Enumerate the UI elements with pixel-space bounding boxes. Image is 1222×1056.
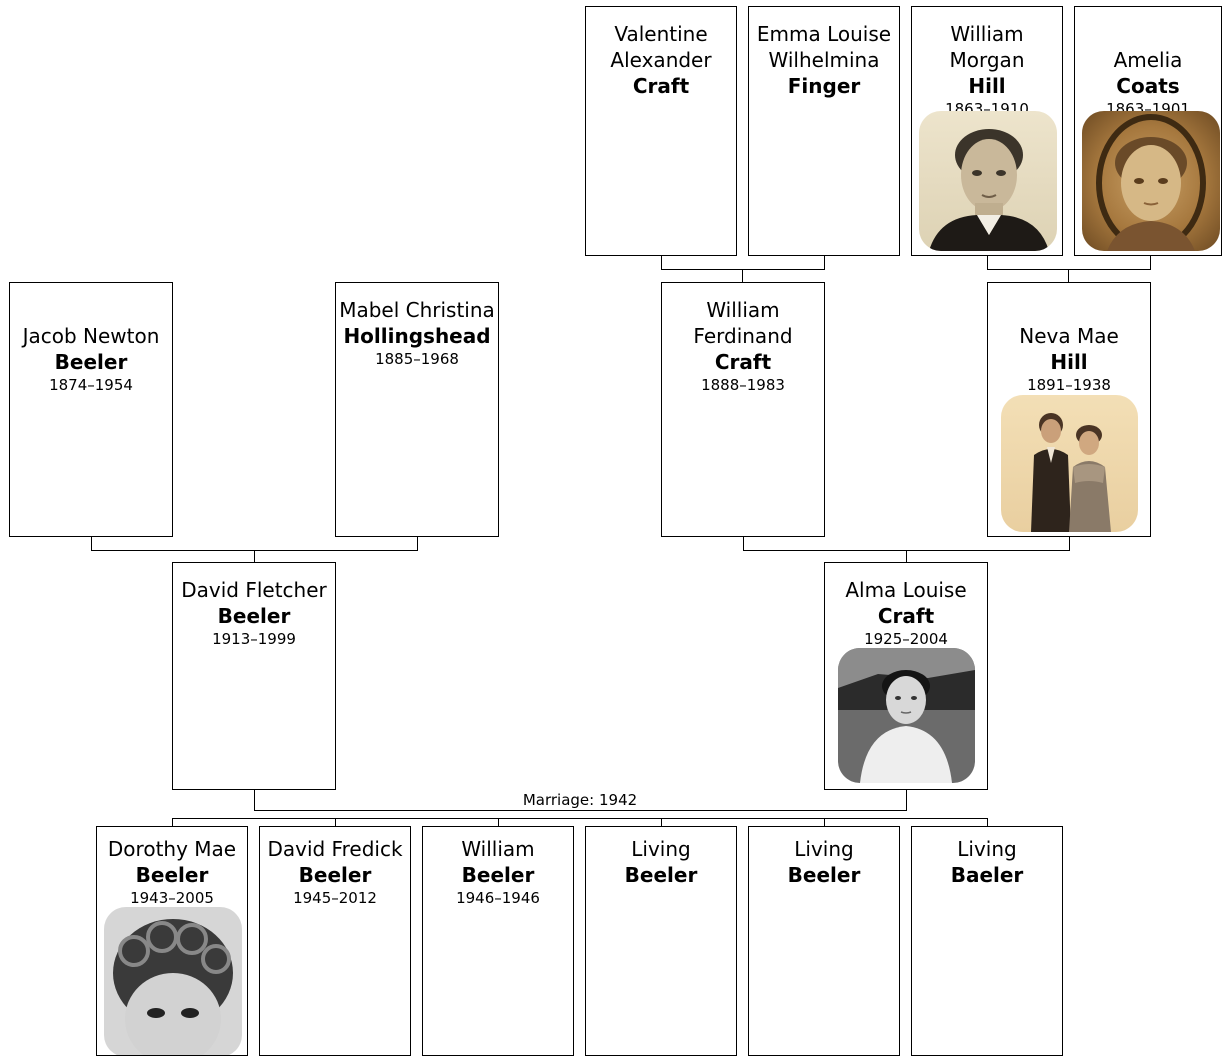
connector-line <box>172 818 173 826</box>
connector-line <box>987 269 1151 270</box>
connector-line <box>1069 537 1070 550</box>
surname: Hollingshead <box>343 324 491 348</box>
portrait-photo <box>838 648 975 783</box>
life-dates: 1945–2012 <box>293 889 377 907</box>
connector-line <box>498 818 499 826</box>
person-card-william-ferdinand-craft[interactable]: William Ferdinand Craft 1888–1983 <box>661 282 825 537</box>
person-card-emma-finger[interactable]: Emma Louise Wilhelmina Finger <box>748 6 900 256</box>
person-card-mabel-hollingshead[interactable]: Mabel Christina Hollingshead 1885–1968 <box>335 282 499 537</box>
connector-line <box>906 550 907 562</box>
portrait-photo <box>1082 111 1220 251</box>
surname: Finger <box>787 74 861 98</box>
given-name: David Fletcher <box>181 578 327 602</box>
given-name: Valentine Alexander <box>610 22 712 72</box>
given-name: Amelia <box>1113 48 1183 72</box>
person-card-living-beeler-1[interactable]: Living Beeler <box>585 826 737 1056</box>
given-name: Dorothy Mae <box>107 837 237 861</box>
connector-line <box>824 256 825 269</box>
connector-line <box>1150 256 1151 269</box>
connector-line <box>906 790 907 810</box>
portrait-photo <box>1001 395 1138 532</box>
marriage-label: Marriage: 1942 <box>522 791 638 809</box>
given-name: Living <box>631 837 691 861</box>
life-dates: 1925–2004 <box>864 630 948 648</box>
life-dates: 1874–1954 <box>49 376 133 394</box>
surname: Beeler <box>217 604 291 628</box>
life-dates: 1891–1938 <box>1027 376 1111 394</box>
person-card-william-beeler[interactable]: William Beeler 1946–1946 <box>422 826 574 1056</box>
given-name: Jacob Newton <box>22 324 160 348</box>
connector-line <box>661 818 662 826</box>
life-dates: 1946–1946 <box>456 889 540 907</box>
life-dates: 1885–1968 <box>375 350 459 368</box>
connector-line <box>417 537 418 550</box>
person-card-david-fredick-beeler[interactable]: David Fredick Beeler 1945–2012 <box>259 826 411 1056</box>
connector-line <box>254 550 255 562</box>
surname: Beeler <box>461 863 535 887</box>
portrait-photo <box>104 907 242 1055</box>
surname: Beeler <box>624 863 698 887</box>
given-name: Living <box>794 837 854 861</box>
person-card-david-fletcher-beeler[interactable]: David Fletcher Beeler 1913–1999 <box>172 562 336 790</box>
surname: Beeler <box>298 863 372 887</box>
surname: Coats <box>1116 74 1180 98</box>
given-name: William <box>461 837 535 861</box>
person-card-living-beeler-2[interactable]: Living Beeler <box>748 826 900 1056</box>
connector-line <box>743 537 744 550</box>
life-dates: 1888–1983 <box>701 376 785 394</box>
connector-line <box>661 269 825 270</box>
connector-line <box>987 818 988 826</box>
portrait-photo <box>919 111 1057 251</box>
given-name: Neva Mae <box>1019 324 1119 348</box>
surname: Baeler <box>950 863 1024 887</box>
connector-line <box>742 269 743 282</box>
connector-line <box>254 790 255 810</box>
connector-line <box>172 818 988 819</box>
life-dates: 1913–1999 <box>212 630 296 648</box>
given-name: Living <box>957 837 1017 861</box>
connector-line <box>987 256 988 269</box>
person-card-alma-louise-craft[interactable]: Alma Louise Craft 1925–2004 <box>824 562 988 790</box>
person-card-william-morgan-hill[interactable]: William Morgan Hill 1863–1910 <box>911 6 1063 256</box>
person-card-neva-mae-hill[interactable]: Neva Mae Hill 1891–1938 <box>987 282 1151 537</box>
connector-line <box>661 256 662 269</box>
given-name: Emma Louise Wilhelmina <box>756 22 892 72</box>
surname: Beeler <box>787 863 861 887</box>
person-card-amelia-coats[interactable]: Amelia Coats 1863–1901 <box>1074 6 1222 256</box>
surname: Craft <box>714 350 772 374</box>
given-name: David Fredick <box>267 837 403 861</box>
surname: Hill <box>1050 350 1088 374</box>
person-card-jacob-newton-beeler[interactable]: Jacob Newton Beeler 1874–1954 <box>9 282 173 537</box>
connector-line <box>91 537 92 550</box>
given-name: William Ferdinand <box>693 298 793 348</box>
connector-line <box>824 818 825 826</box>
connector-line <box>1068 269 1069 282</box>
connector-line <box>335 818 336 826</box>
surname: Craft <box>632 74 690 98</box>
given-name: Mabel Christina <box>339 298 495 322</box>
given-name: Alma Louise <box>845 578 967 602</box>
surname: Beeler <box>135 863 209 887</box>
connector-line <box>254 810 907 811</box>
surname: Craft <box>877 604 935 628</box>
life-dates: 1943–2005 <box>130 889 214 907</box>
person-card-living-baeler[interactable]: Living Baeler <box>911 826 1063 1056</box>
given-name: William Morgan <box>949 22 1025 72</box>
person-card-dorothy-mae-beeler[interactable]: Dorothy Mae Beeler 1943–2005 <box>96 826 248 1056</box>
person-card-valentine-craft[interactable]: Valentine Alexander Craft <box>585 6 737 256</box>
surname: Beeler <box>54 350 128 374</box>
surname: Hill <box>968 74 1006 98</box>
